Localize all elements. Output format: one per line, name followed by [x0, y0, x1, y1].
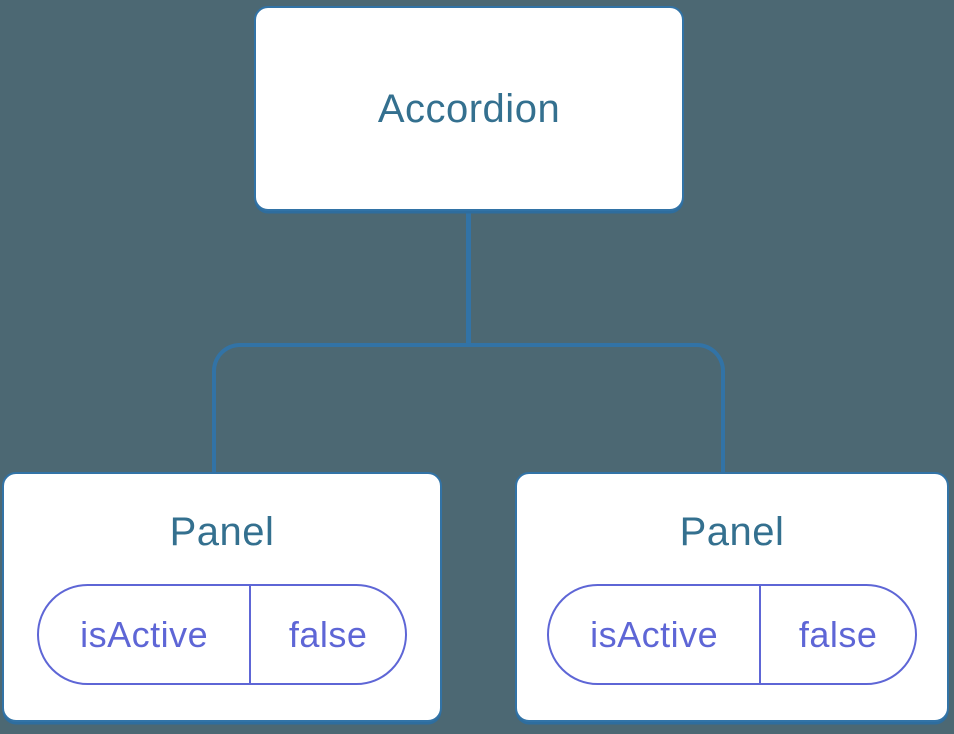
- panel-node-right: Panel isActive false: [515, 472, 949, 722]
- children-connector-bracket: [212, 343, 725, 472]
- state-key: isActive: [549, 586, 762, 683]
- accordion-node-label: Accordion: [377, 86, 561, 131]
- panel-node-label: Panel: [169, 510, 275, 554]
- accordion-node: Accordion: [254, 6, 684, 211]
- state-key: isActive: [39, 586, 252, 683]
- state-value: false: [288, 613, 368, 655]
- panel-node-left: Panel isActive false: [2, 472, 442, 722]
- state-value: false: [798, 613, 878, 655]
- state-pill: isActive false: [37, 584, 407, 685]
- panel-node-label: Panel: [679, 510, 785, 554]
- state-pill: isActive false: [547, 584, 917, 685]
- root-connector-stem: [466, 210, 471, 347]
